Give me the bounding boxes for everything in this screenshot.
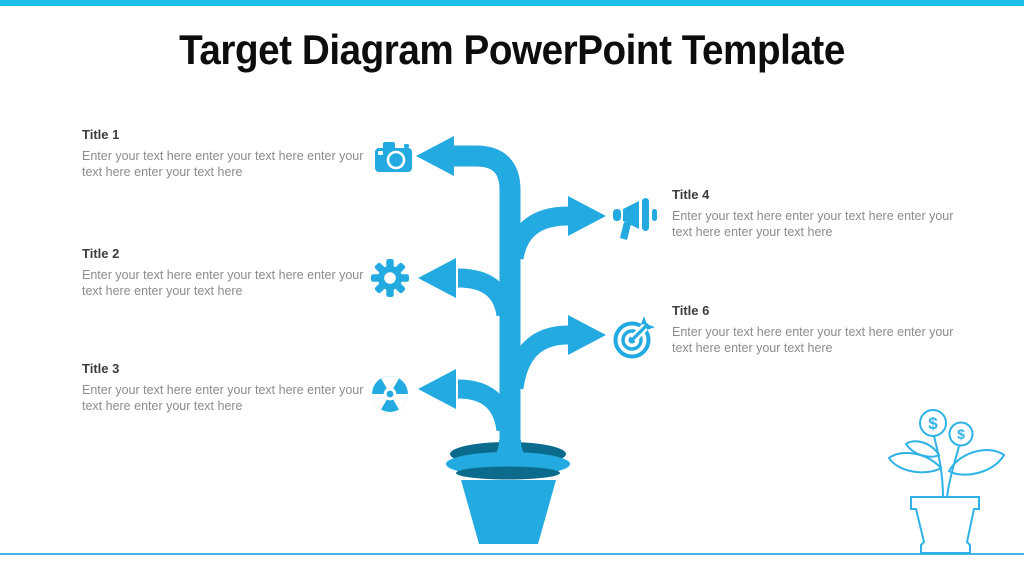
radiation-icon — [372, 376, 408, 412]
item-block-3: Title 3 Enter your text here enter your … — [82, 361, 374, 414]
camera-icon — [375, 142, 412, 172]
branch-radiation — [457, 379, 516, 432]
money-plant-outline: $ $ — [887, 409, 1006, 554]
dollar-sign: $ — [957, 426, 965, 442]
arrowhead-target — [568, 315, 606, 355]
item-body: Enter your text here enter your text her… — [672, 325, 954, 355]
item-title: Title 4 — [672, 187, 710, 202]
item-body: Enter your text here enter your text her… — [82, 149, 364, 179]
arrowhead-megaphone — [568, 196, 606, 236]
dollar-sign: $ — [928, 414, 938, 433]
money-plant-leaf — [947, 449, 1006, 476]
item-block-2: Title 2 Enter your text here enter your … — [82, 246, 374, 299]
money-plant-stem — [933, 435, 944, 498]
arrowhead-radiation — [418, 369, 456, 409]
money-plant-leaf — [887, 451, 943, 474]
flower-pot — [446, 452, 570, 544]
arrow-tree — [416, 136, 606, 467]
item-body: Enter your text here enter your text her… — [82, 268, 364, 298]
item-block-6: Title 6 Enter your text here enter your … — [672, 303, 964, 356]
pot-body — [461, 480, 556, 544]
page-title: Target Diagram PowerPoint Template — [179, 26, 845, 73]
megaphone-icon — [613, 198, 657, 240]
arrowhead-camera — [416, 136, 454, 176]
dollar-coin-icon — [948, 421, 974, 447]
dollar-coin-icon — [919, 409, 947, 437]
item-block-1: Title 1 Enter your text here enter your … — [82, 127, 374, 180]
item-title: Title 1 — [82, 127, 120, 142]
branch-target — [504, 325, 569, 390]
money-plant-leaf — [904, 440, 941, 458]
gear-icon — [371, 259, 409, 297]
money-plant-stem — [946, 445, 960, 498]
branch-gear — [457, 268, 516, 317]
item-body: Enter your text here enter your text her… — [672, 209, 954, 239]
branch-megaphone — [504, 206, 569, 261]
item-title: Title 2 — [82, 246, 120, 261]
arrowhead-gear — [418, 258, 456, 298]
pot-rim-shadow — [456, 466, 560, 480]
trunk-arrow-branch — [452, 145, 521, 462]
item-block-4: Title 4 Enter your text here enter your … — [672, 187, 964, 240]
target-icon — [613, 316, 655, 359]
item-title: Title 3 — [82, 361, 120, 376]
top-accent-bar — [0, 0, 1024, 6]
item-body: Enter your text here enter your text her… — [82, 383, 364, 413]
item-title: Title 6 — [672, 303, 710, 318]
money-plant-pot — [910, 496, 980, 554]
